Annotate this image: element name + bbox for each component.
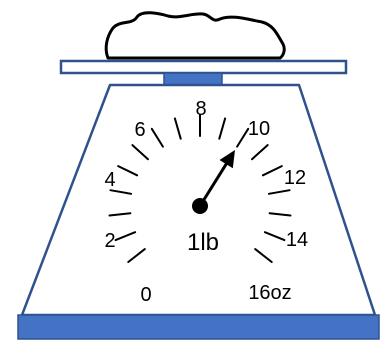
scale-base <box>18 315 379 339</box>
dial-number-16: 16oz <box>248 282 291 304</box>
dial-number-4: 4 <box>104 169 115 191</box>
dial-number-0: 0 <box>140 284 151 306</box>
dial-number-8: 8 <box>195 98 206 120</box>
dial-center-label: 1lb <box>187 229 219 256</box>
dial-number-12: 12 <box>284 167 306 189</box>
needle-pivot <box>192 198 208 214</box>
weighed-object <box>106 13 284 58</box>
pan-stem <box>164 73 222 85</box>
scale-pan <box>61 61 346 73</box>
dial-number-10: 10 <box>248 118 270 140</box>
dial-number-2: 2 <box>104 230 115 252</box>
dial-number-6: 6 <box>134 119 145 141</box>
dial-number-14: 14 <box>286 229 308 251</box>
